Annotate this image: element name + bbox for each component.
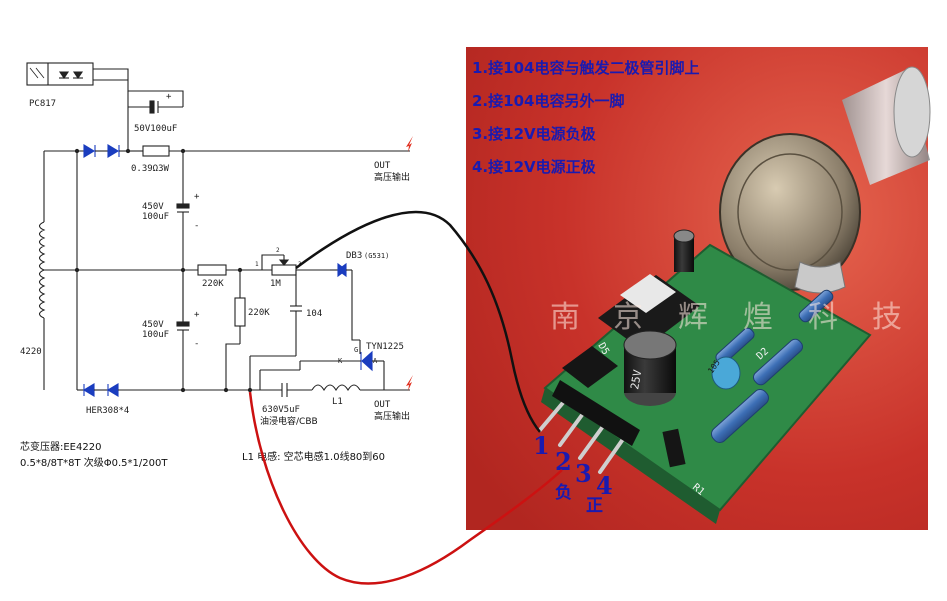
- wire-black: [295, 210, 541, 433]
- label-cap-upper-value: 100uF: [142, 212, 169, 222]
- module-photo: D5 D2 R1 105 25V 南 京 辉 煌 科 技 1.接104电容与触发…: [466, 47, 931, 530]
- label-out-bottom: OUT: [374, 400, 391, 410]
- cap-lower-450v: [176, 321, 190, 327]
- label-cap-lower-value: 100uF: [142, 330, 169, 340]
- scr-tyn1225: [361, 350, 373, 372]
- label-cap-top: 50V100uF: [134, 124, 177, 134]
- label-cap-upper-voltage: 450V: [142, 202, 164, 212]
- label-plus-2: +: [194, 310, 200, 320]
- label-minus-2: -: [194, 339, 199, 349]
- label-cap-104: 104: [306, 309, 322, 319]
- pin-number-3: 3: [575, 459, 592, 488]
- label-res-220k-h: 220K: [202, 279, 224, 289]
- label-res-220k-v: 220K: [248, 308, 270, 318]
- note-core: 芯变压器:EE4220: [20, 440, 101, 453]
- schematic-diagram: [26, 62, 410, 397]
- watermark: 南 京 辉 煌 科 技: [550, 300, 902, 335]
- instruction-3: 3.接12V电源负极: [472, 125, 597, 143]
- diode-top-1: [83, 144, 96, 158]
- watermark-char-4: 煌: [743, 300, 773, 335]
- label-scr-g: G: [354, 346, 358, 354]
- pin-number-2: 2: [555, 447, 572, 476]
- label-cap-top-plus: +: [166, 92, 172, 102]
- label-out-desc-bottom: 高压输出: [374, 410, 410, 422]
- resistor-220k-h: [197, 264, 227, 276]
- cap-upper-450v: [176, 203, 190, 209]
- label-diode-bottom: HER308*4: [86, 406, 129, 416]
- silk-25v: 25V: [628, 368, 644, 390]
- watermark-char-5: 科: [808, 300, 838, 335]
- label-plus-1: +: [194, 192, 200, 202]
- instruction-1: 1.接104电容与触发二极管引脚上: [472, 59, 699, 77]
- pin-label-positive: 正: [586, 496, 603, 516]
- diode-top-2: [107, 144, 120, 158]
- sense-resistor: [142, 145, 170, 157]
- wire-red: [248, 391, 563, 585]
- pin-number-1: 1: [533, 431, 550, 460]
- label-pot-pin1: 1: [255, 261, 259, 268]
- label-sense-resistor: 0.39Ω3W: [131, 164, 170, 174]
- watermark-char-1: 南: [550, 300, 580, 335]
- label-out-top: OUT: [374, 161, 391, 171]
- label-pot: 1M: [270, 279, 281, 289]
- inductor-l1: [311, 384, 361, 392]
- label-scr: TYN1225: [366, 342, 404, 352]
- label-cap-lower-voltage: 450V: [142, 320, 164, 330]
- optocoupler-symbol: [26, 62, 94, 86]
- label-cap-630v: 630V5uF: [262, 405, 300, 415]
- watermark-char-6: 技: [872, 300, 902, 335]
- transformer-winding: [38, 221, 46, 319]
- note-winding: 0.5*8/8T*8T 次级Φ0.5*1/200T: [20, 456, 168, 469]
- label-cap-630v-type: 油浸电容/CBB: [260, 415, 318, 427]
- potentiometer-1m: [271, 264, 297, 276]
- note-inductor: L1 电感: 空芯电感1.0线80到60: [242, 450, 385, 463]
- label-scr-k: K: [338, 357, 343, 365]
- instruction-4: 4.接12V电源正极: [472, 158, 597, 176]
- label-out-desc-top: 高压输出: [374, 171, 410, 183]
- label-inductor: L1: [332, 397, 343, 407]
- instruction-2: 2.接104电容另外一脚: [472, 92, 624, 110]
- hv-output-icon-bottom: [406, 375, 413, 391]
- pin-number-4: 4: [596, 471, 613, 500]
- label-pot-pin2: 2: [276, 247, 280, 254]
- silk-d5: D5: [595, 341, 611, 357]
- pin-label-negative: 负: [555, 482, 572, 503]
- label-minus-1: -: [194, 221, 199, 231]
- label-transformer: 4220: [20, 347, 42, 357]
- diode-bottom-1: [82, 383, 95, 397]
- label-scr-a: A: [373, 357, 378, 365]
- potentiometer-knob: [719, 66, 931, 294]
- label-pc817: PC817: [29, 99, 56, 109]
- hv-output-icon-top: [406, 136, 413, 152]
- resistor-220k-v: [234, 297, 246, 327]
- watermark-char-2: 京: [613, 300, 643, 335]
- pcb-board: [538, 229, 872, 524]
- label-diac: DB3: [346, 251, 362, 261]
- watermark-char-3: 辉: [678, 300, 708, 335]
- label-diac-alt: (G531): [364, 252, 389, 260]
- diode-bottom-2: [106, 383, 119, 397]
